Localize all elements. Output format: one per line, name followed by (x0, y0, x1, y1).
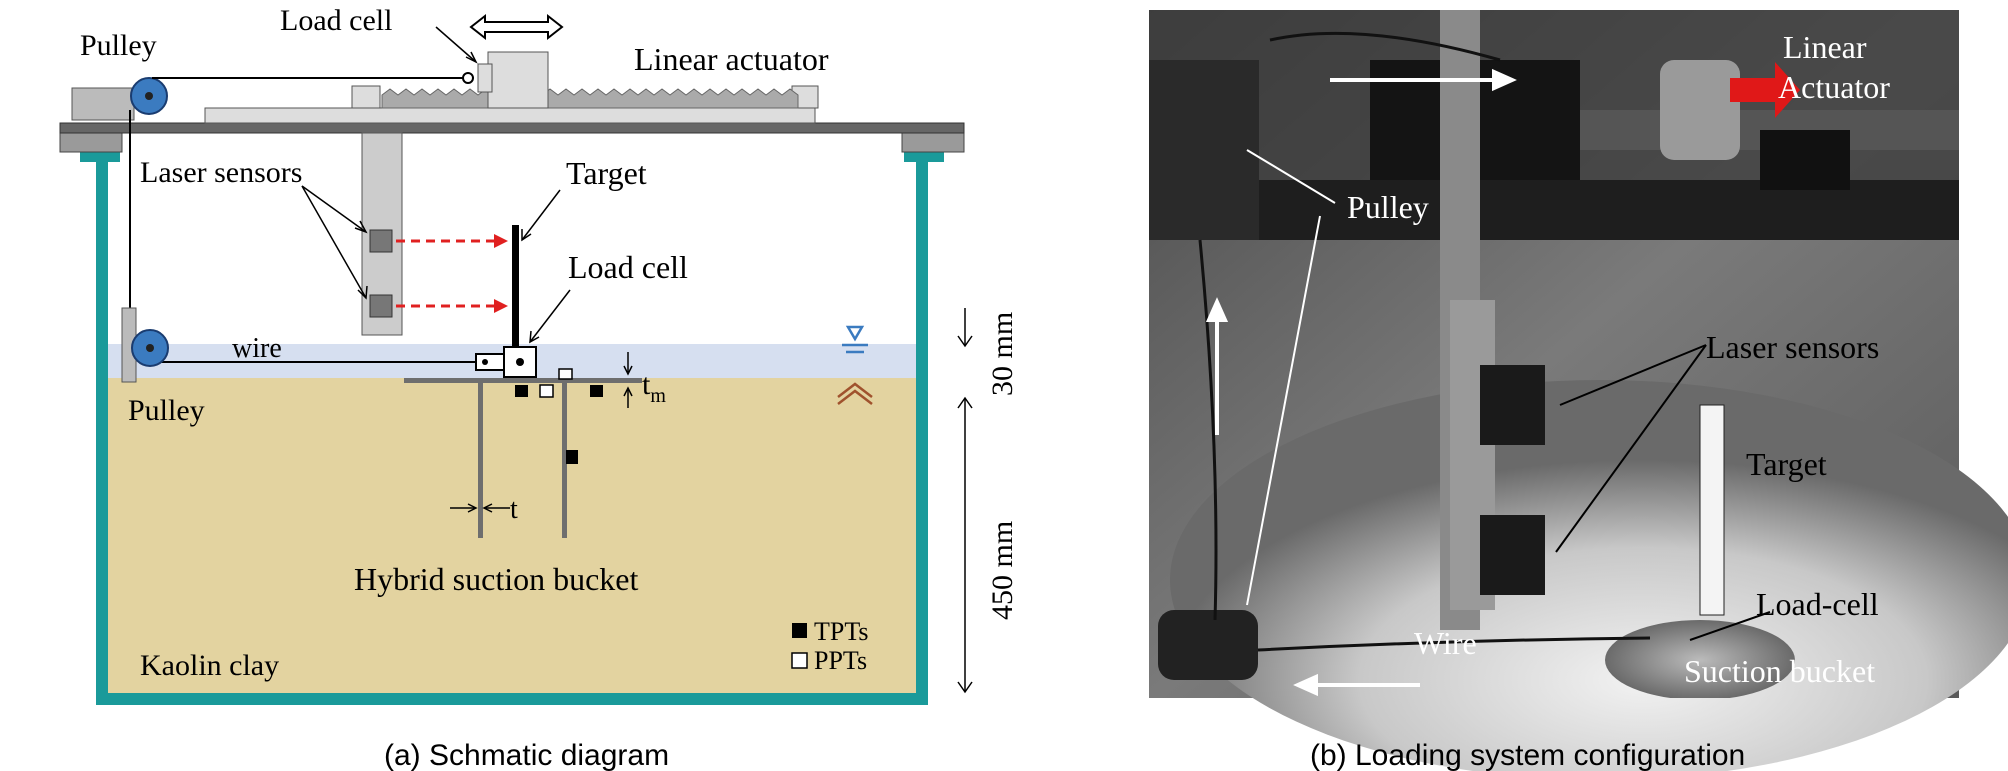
photo-pointer-lines (1246, 149, 1336, 606)
label-kaolin-clay: Kaolin clay (140, 649, 279, 682)
wire-path (129, 77, 478, 363)
label-tpts: TPTs (814, 617, 869, 646)
label-pulley-bottom: Pulley (128, 394, 205, 427)
pulley-top-bracket (71, 87, 135, 121)
photo-label-target: Target (1746, 446, 1827, 482)
label-wire: wire (232, 333, 282, 364)
load-cell-top-block (477, 63, 493, 93)
photo-label-pulley: Pulley (1347, 189, 1429, 225)
legend-ppt-square (791, 652, 808, 669)
caption-a: (a) Schmatic diagram (384, 739, 669, 771)
ground-level-symbol (837, 382, 873, 405)
actuator-screw (381, 88, 799, 109)
tpt-marker (590, 385, 603, 397)
label-ppts: PPTs (814, 646, 867, 675)
photo-label-suction-bucket: Suction bucket (1684, 653, 1875, 689)
laser-beams (396, 239, 500, 308)
photo-white-arrows (1205, 68, 1517, 697)
photo-frame-left (1149, 60, 1259, 240)
dimension-lines (957, 308, 973, 694)
photo-label-load-cell: Load-cell (1756, 586, 1879, 622)
target-rod (512, 225, 519, 350)
bucket-mat (404, 378, 642, 383)
bucket-skirt-left (478, 383, 483, 538)
photo-label-linear-actuator-line2: Actuator (1778, 69, 1890, 105)
tank-floor (1170, 380, 2008, 771)
tpt-marker (515, 385, 528, 397)
photo-red-arrow (1730, 62, 1800, 118)
tank-right-lip (904, 152, 944, 162)
load-cell-connector-dot (482, 359, 488, 365)
photo-bottom-pulley (1158, 610, 1258, 680)
tpt-marker (566, 450, 578, 464)
label-target: Target (566, 155, 647, 191)
laser-sensor-lower (369, 294, 393, 318)
water-level-symbol (842, 325, 868, 354)
movement-double-arrow (469, 13, 564, 41)
tank-left-lip (80, 152, 120, 162)
pulley-bottom-hub (146, 344, 154, 352)
label-laser-sensors: Laser sensors (140, 156, 302, 189)
schematic-diagram: Pulley Load cell Linear actuator Laser s… (59, 4, 1019, 771)
tank-left-wall (96, 152, 108, 705)
label-t: t (510, 494, 518, 525)
laser-beam-arrowhead-2 (494, 299, 508, 313)
laser-sensor-upper (369, 229, 393, 253)
legend-tpt-square (792, 623, 807, 638)
photo-label-linear-actuator-line1: Linear (1783, 29, 1867, 65)
callout-lines (301, 26, 571, 344)
label-load-cell-top: Load cell (280, 4, 392, 37)
laser-beam-arrowhead-1 (494, 234, 508, 248)
tank-right-wall (916, 152, 928, 705)
tm-dimension (623, 352, 633, 408)
label-linear-actuator: Linear actuator (634, 41, 829, 77)
photo-actuator-block (1760, 130, 1850, 190)
photo-load-cell-device (1660, 60, 1740, 160)
label-dim-30mm: 30 mm (986, 312, 1019, 396)
tank-bottom (96, 693, 928, 705)
bucket-skirt-right (562, 383, 567, 538)
photo-suction-bucket (1605, 620, 1795, 698)
photo-target (1699, 404, 1725, 616)
load-cell-bucket-dot (516, 358, 524, 366)
load-cell-connector (475, 353, 505, 371)
photo-callout-lines (1555, 344, 1771, 641)
caption-b: (b) Loading system configuration (1310, 739, 1745, 771)
label-pulley-top: Pulley (80, 29, 157, 62)
photo-label-wire: Wire (1414, 625, 1477, 661)
photo-laser-sensor-upper (1480, 365, 1545, 445)
ppt-marker (539, 384, 554, 398)
photo-wires (1198, 31, 1651, 652)
actuator-end-left (351, 85, 381, 109)
ppt-marker (558, 368, 573, 380)
kaolin-clay-region (108, 378, 916, 693)
label-hybrid-suction-bucket: Hybrid suction bucket (354, 561, 639, 597)
actuator-carriage (487, 51, 549, 109)
pulley-top-hub (145, 92, 153, 100)
label-dim-450mm: 450 mm (986, 521, 1019, 620)
photo-label-laser-sensors: Laser sensors (1706, 329, 1879, 365)
label-tm: tm (642, 368, 666, 407)
label-load-cell-mid: Load cell (568, 249, 688, 285)
photo-laser-sensor-lower (1480, 515, 1545, 595)
t-dimension (450, 503, 510, 513)
